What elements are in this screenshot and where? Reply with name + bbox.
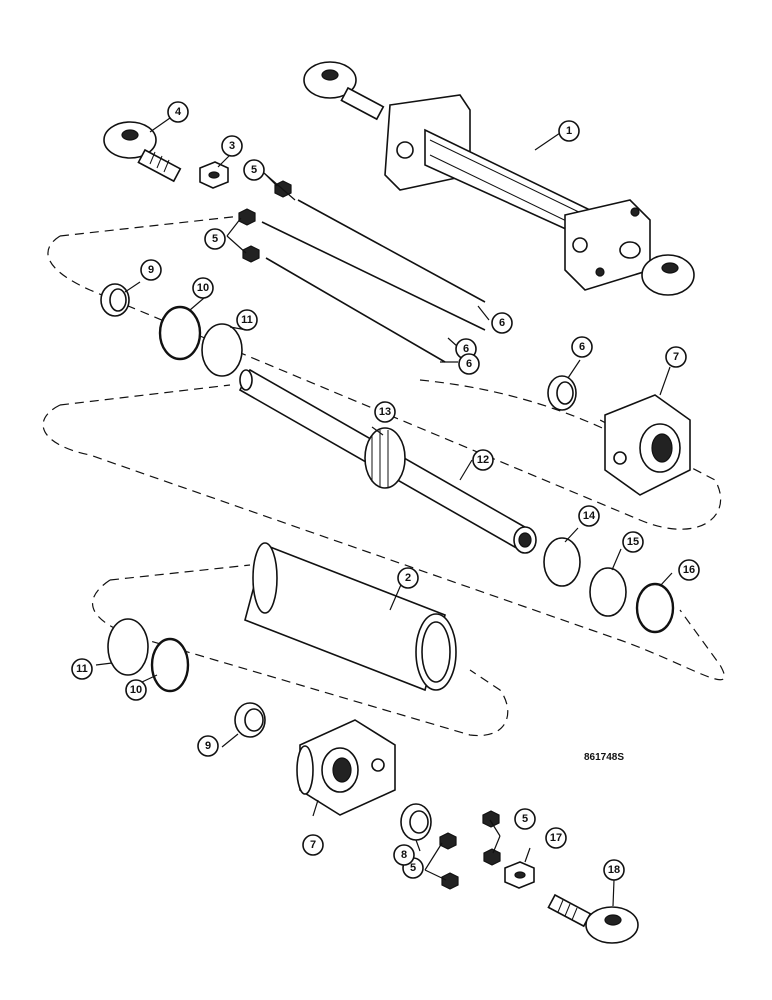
callout-18-label: 18 — [608, 864, 620, 876]
callout-9-bottom: 9 — [197, 735, 219, 757]
cylinder-head-top — [604, 394, 691, 496]
piston-backup-ring — [635, 582, 675, 634]
jam-nut-bottom — [504, 861, 535, 889]
backup-ring-top — [201, 323, 243, 377]
callout-11-top: 11 — [236, 309, 258, 331]
tie-rods — [261, 199, 486, 363]
callout-7-top: 7 — [665, 346, 687, 368]
callout-17: 17 — [545, 827, 567, 849]
callout-13-label: 13 — [379, 406, 391, 418]
callout-10-bottom: 10 — [125, 679, 147, 701]
callout-6-seal: 6 — [571, 336, 593, 358]
callout-5-label: 5 — [212, 233, 218, 245]
callout-7-bottom: 7 — [302, 834, 324, 856]
assembly-guide-lines — [42, 214, 726, 737]
callout-8: 8 — [393, 844, 415, 866]
callout-10-top: 10 — [192, 277, 214, 299]
callout-1: 1 — [558, 120, 580, 142]
callout-6-label: 6 — [499, 317, 505, 329]
callout-5-top-right: 5 — [243, 159, 265, 181]
callout-11-label: 11 — [241, 314, 253, 326]
callout-13: 13 — [374, 401, 396, 423]
callout-9-label: 9 — [205, 740, 211, 752]
callout-4-label: 4 — [175, 106, 182, 118]
callout-9-top: 9 — [140, 259, 162, 281]
tie-rod-nuts-top — [238, 180, 292, 263]
o-ring-bottom — [150, 637, 190, 693]
callout-6-rod-c: 6 — [458, 353, 480, 375]
backup-ring-bottom — [107, 618, 149, 676]
callout-5-top-left: 5 — [204, 228, 226, 250]
callout-6-label: 6 — [463, 343, 469, 355]
assembled-cylinder — [303, 61, 695, 296]
callout-17-label: 17 — [550, 832, 562, 844]
wiper-seal-top — [100, 283, 130, 317]
callout-2: 2 — [397, 567, 419, 589]
callout-9-label: 9 — [148, 264, 154, 276]
callout-5-label: 5 — [522, 813, 528, 825]
callout-5-bottom-right: 5 — [514, 808, 536, 830]
piston-wear-ring — [589, 567, 627, 617]
callout-15-label: 15 — [627, 536, 639, 548]
callout-14: 14 — [578, 505, 600, 527]
rod-end-clevis — [103, 121, 182, 183]
jam-nut-top — [199, 161, 229, 189]
callout-12-label: 12 — [477, 454, 489, 466]
callout-10-label: 10 — [197, 282, 209, 294]
piston — [364, 427, 406, 489]
callout-3-label: 3 — [229, 140, 235, 152]
callout-16: 16 — [678, 559, 700, 581]
callout-15: 15 — [622, 531, 644, 553]
callout-14-label: 14 — [583, 510, 596, 522]
cylinder-head-bottom — [296, 719, 396, 816]
callout-10-label: 10 — [130, 684, 142, 696]
tie-rod-nuts-bottom — [439, 810, 501, 890]
callout-11-label: 11 — [76, 663, 88, 675]
callout-5-label: 5 — [251, 164, 257, 176]
rod-seal-right — [547, 375, 577, 411]
callout-6-label: 6 — [466, 358, 472, 370]
callout-7-label: 7 — [673, 351, 679, 363]
o-ring-top — [158, 305, 202, 361]
callout-16-label: 16 — [683, 564, 695, 576]
rod-end-bottom — [547, 893, 639, 944]
callout-2-label: 2 — [405, 572, 411, 584]
callout-12: 12 — [472, 449, 494, 471]
callout-6-label: 6 — [579, 341, 585, 353]
callout-7-label: 7 — [310, 839, 316, 851]
callout-11-bottom: 11 — [71, 658, 93, 680]
wiper-seal-bottom — [234, 702, 266, 738]
rod-seal-bottom — [400, 803, 432, 841]
callout-4: 4 — [167, 101, 189, 123]
drawing-reference-code: 861748S — [584, 752, 624, 763]
callout-18: 18 — [603, 859, 625, 881]
callout-3: 3 — [221, 135, 243, 157]
callout-8-label: 8 — [401, 849, 407, 861]
piston-seal-ring — [543, 537, 581, 587]
callout-5-label: 5 — [410, 862, 416, 874]
callout-6-rod-a: 6 — [491, 312, 513, 334]
cylinder-barrel — [244, 542, 457, 692]
callout-1-label: 1 — [566, 125, 572, 137]
